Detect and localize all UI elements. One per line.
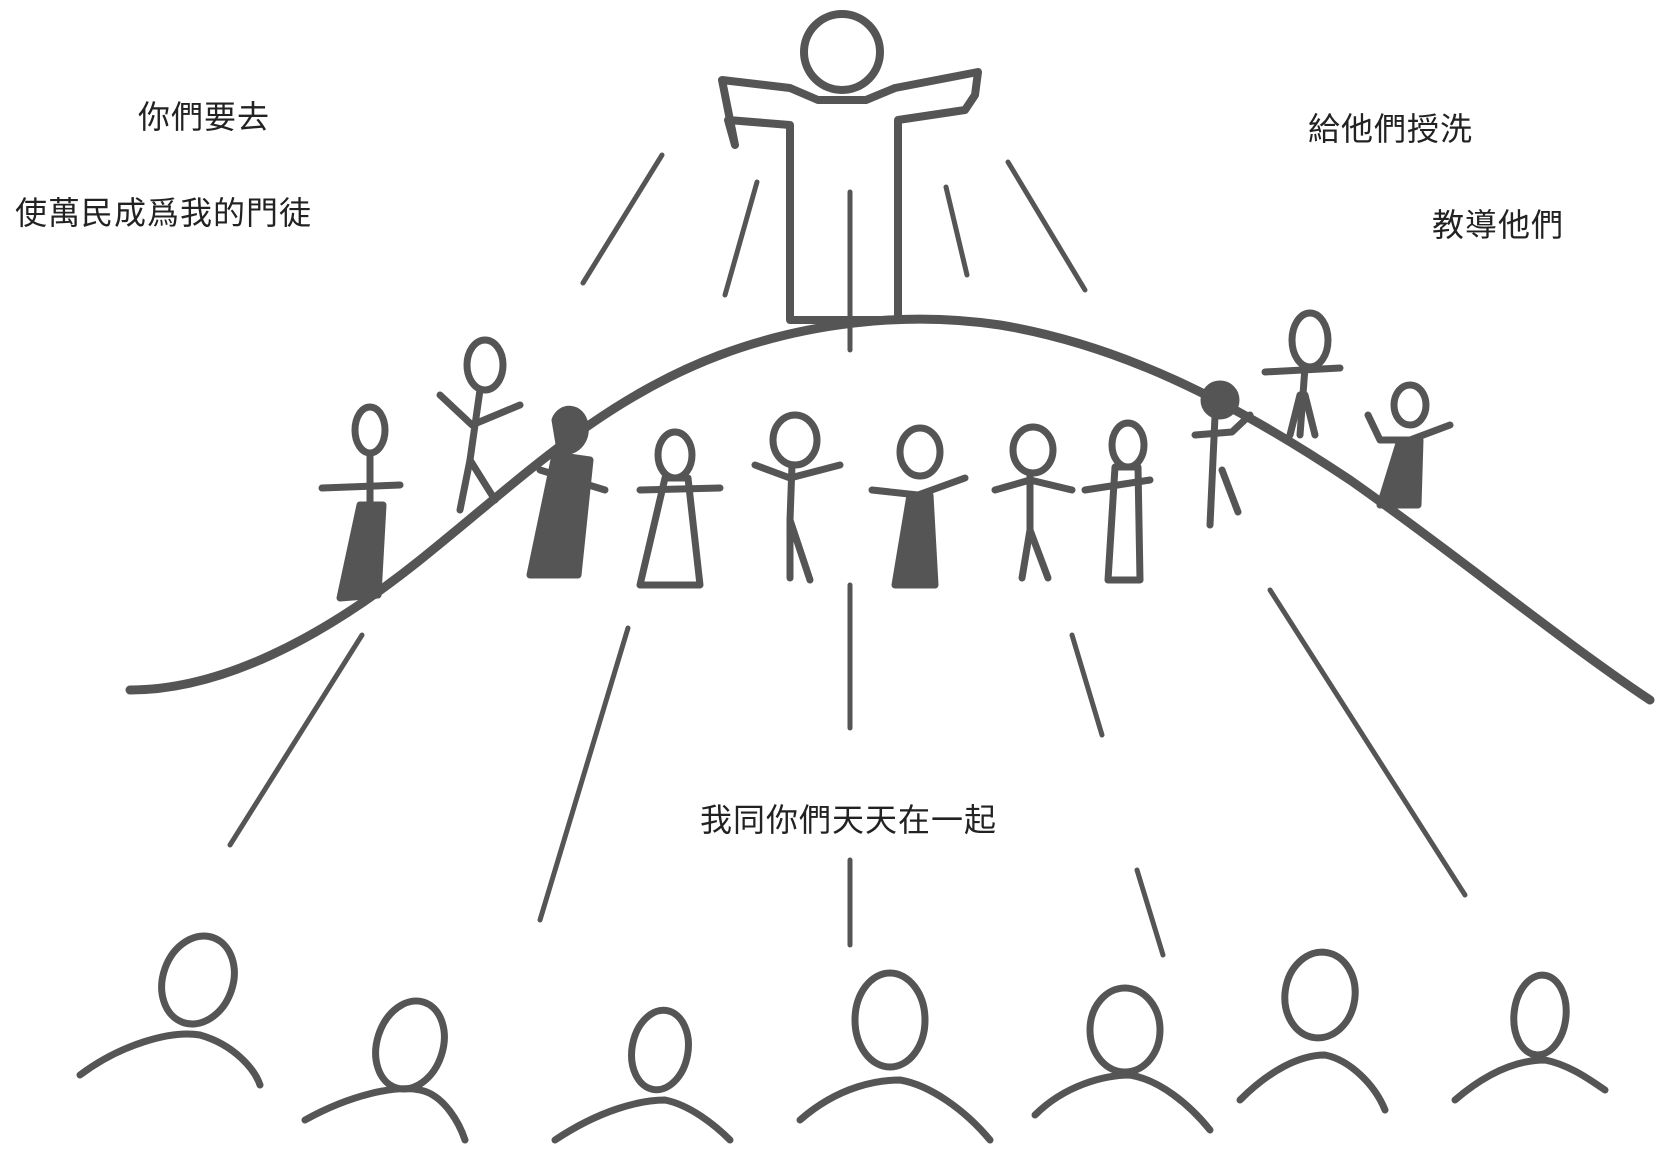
person-figure bbox=[796, 969, 994, 1144]
caption-make-disciples: 使萬民成爲我的門徒 bbox=[15, 194, 313, 232]
person-figure bbox=[1031, 984, 1214, 1134]
central-figure bbox=[718, 10, 982, 324]
caption-go: 你們要去 bbox=[138, 98, 271, 136]
upper-rays bbox=[580, 152, 1088, 353]
person-figure bbox=[76, 932, 264, 1089]
disciple-figure bbox=[1364, 381, 1454, 509]
disciple-figure bbox=[318, 403, 404, 602]
caption-teach: 教導他們 bbox=[1432, 206, 1565, 244]
disciples-group bbox=[318, 309, 1454, 602]
disciple-figure bbox=[751, 411, 844, 584]
caption-baptize: 給他們授洗 bbox=[1308, 110, 1474, 148]
disciple-figure bbox=[636, 428, 724, 589]
nations-group bbox=[76, 932, 1609, 1144]
person-figure bbox=[1451, 971, 1609, 1104]
disciple-figure bbox=[1191, 380, 1254, 529]
disciple-figure bbox=[868, 424, 969, 589]
person-figure bbox=[1236, 948, 1389, 1114]
person-figure bbox=[551, 1006, 734, 1144]
disciple-figure bbox=[436, 336, 524, 514]
lower-rays bbox=[227, 582, 1468, 958]
disciple-figure bbox=[526, 405, 609, 579]
disciple-figure bbox=[1081, 419, 1154, 584]
disciple-figure bbox=[1261, 309, 1344, 439]
caption-with-you: 我同你們天天在一起 bbox=[700, 801, 998, 839]
disciple-figure bbox=[991, 423, 1076, 582]
person-figure bbox=[301, 997, 469, 1144]
